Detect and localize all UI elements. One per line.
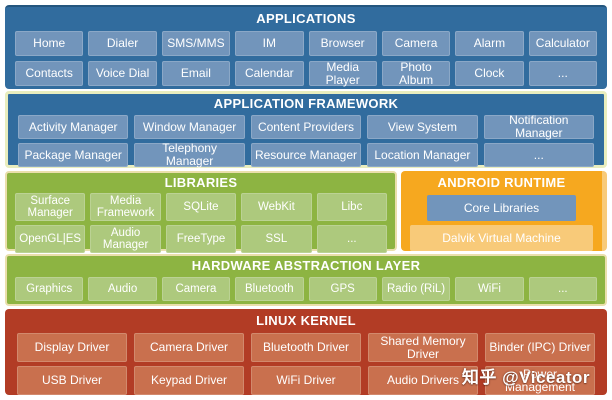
application-button[interactable]: SMS/MMS: [161, 31, 231, 56]
kernel-driver-button[interactable]: Shared Memory Driver: [368, 333, 478, 362]
library-button[interactable]: FreeType: [165, 225, 237, 253]
section-android-runtime-title: ANDROID RUNTIME: [437, 175, 566, 190]
kernel-driver-button[interactable]: Binder (IPC) Driver: [485, 333, 595, 362]
section-libraries-title: LIBRARIES: [164, 175, 238, 190]
application-button[interactable]: Calendar: [235, 61, 304, 86]
hal-button[interactable]: GPS: [308, 277, 377, 301]
framework-button[interactable]: ...: [483, 143, 594, 167]
kernel-driver-button[interactable]: Audio Drivers: [368, 366, 478, 395]
application-button[interactable]: Email: [161, 61, 231, 86]
kernel-driver-button[interactable]: USB Driver: [17, 366, 127, 395]
kernel-driver-button[interactable]: Camera Driver: [134, 333, 244, 362]
dalvik-vm-button[interactable]: Dalvik Virtual Machine: [410, 225, 593, 251]
kernel-driver-button[interactable]: Display Driver: [17, 333, 127, 362]
kernel-driver-button[interactable]: Bluetooth Driver: [251, 333, 361, 362]
section-android-runtime: ANDROID RUNTIME Core Libraries Dalvik Vi…: [401, 171, 607, 251]
hal-button[interactable]: Camera: [161, 277, 231, 301]
application-button[interactable]: Alarm: [455, 31, 524, 56]
application-button[interactable]: IM: [235, 31, 304, 56]
library-button[interactable]: ...: [316, 225, 387, 253]
library-button[interactable]: Surface Manager: [15, 193, 86, 221]
library-button[interactable]: WebKit: [241, 193, 312, 221]
hal-button[interactable]: Audio: [88, 277, 157, 301]
library-button[interactable]: OpenGL|ES: [15, 225, 86, 253]
library-button[interactable]: Libc: [316, 193, 387, 221]
library-button[interactable]: SQLite: [165, 193, 237, 221]
application-button[interactable]: Camera: [381, 31, 451, 56]
section-applications-title: APPLICATIONS: [256, 11, 356, 26]
library-button[interactable]: SSL: [241, 225, 312, 253]
application-button[interactable]: Dialer: [88, 31, 157, 56]
section-hal-title: HARDWARE ABSTRACTION LAYER: [191, 258, 421, 273]
application-button[interactable]: Browser: [308, 31, 377, 56]
application-button[interactable]: Clock: [455, 61, 524, 86]
framework-button[interactable]: Notification Manager: [483, 114, 594, 140]
framework-button[interactable]: Location Manager: [367, 143, 478, 167]
application-button[interactable]: Voice Dial: [88, 61, 157, 86]
library-button[interactable]: Media Framework: [90, 193, 161, 221]
framework-button[interactable]: Window Manager: [134, 115, 245, 139]
framework-button[interactable]: Telephony Manager: [134, 142, 245, 168]
framework-button[interactable]: Activity Manager: [18, 115, 129, 139]
application-button[interactable]: Media Player: [308, 60, 377, 86]
application-button[interactable]: Calculator: [528, 31, 597, 56]
hal-button[interactable]: ...: [528, 277, 597, 301]
framework-button[interactable]: Content Providers: [250, 115, 362, 139]
core-libraries-button[interactable]: Core Libraries: [427, 195, 576, 221]
library-button[interactable]: Audio Manager: [90, 225, 161, 253]
section-linux-kernel-title: LINUX KERNEL: [256, 313, 356, 328]
framework-button[interactable]: Package Manager: [18, 143, 129, 167]
application-button[interactable]: ...: [528, 61, 597, 86]
application-button[interactable]: Home: [15, 31, 84, 56]
kernel-driver-button[interactable]: Keypad Driver: [134, 366, 244, 395]
hal-button[interactable]: Bluetooth: [235, 277, 304, 301]
kernel-driver-button[interactable]: WiFi Driver: [251, 366, 361, 395]
framework-button[interactable]: Resource Manager: [250, 143, 362, 167]
application-button[interactable]: Contacts: [15, 61, 84, 86]
hal-button[interactable]: Graphics: [15, 277, 84, 301]
framework-button[interactable]: View System: [367, 115, 478, 139]
section-application-framework-title: APPLICATION FRAMEWORK: [213, 96, 399, 111]
hal-button[interactable]: WiFi: [455, 277, 524, 301]
application-button[interactable]: Photo Album: [381, 60, 451, 86]
kernel-driver-button[interactable]: Power Management: [485, 366, 595, 395]
hal-button[interactable]: Radio (RiL): [381, 277, 451, 301]
